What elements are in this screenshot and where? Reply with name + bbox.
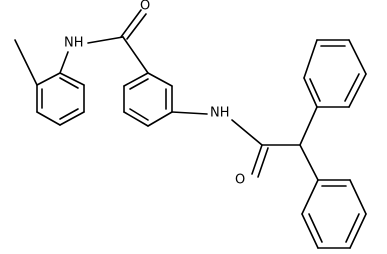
oxygen-label-top: O [140, 0, 150, 14]
ch-lower-phenyl-bond [299, 144, 319, 181]
central-ring [123, 72, 173, 127]
carbonyl-ring-bond [122, 36, 149, 74]
carbonyl-top-double-1 [120, 9, 142, 38]
carbonyl-right-double-2 [257, 147, 269, 178]
ring-nh-bond [171, 111, 208, 115]
n-carbonyl-bond [87, 36, 124, 44]
carbonyl-right-double-1 [251, 144, 263, 175]
tolyl-n-bond [59, 51, 69, 74]
nh-label-top: NH [64, 36, 84, 51]
carbonyl-top-double-2 [126, 13, 147, 40]
phenyl-ring-upper [303, 39, 367, 108]
phenyl-ring-lower [301, 179, 367, 249]
ch-upper-phenyl-bond [299, 106, 318, 146]
tolyl-ring [36, 72, 85, 126]
n-carbonyl-right-bond [231, 119, 263, 146]
methyl-bond [14, 39, 38, 86]
nh-label-right: NH [210, 106, 230, 121]
oxygen-label-right: O [235, 173, 245, 188]
